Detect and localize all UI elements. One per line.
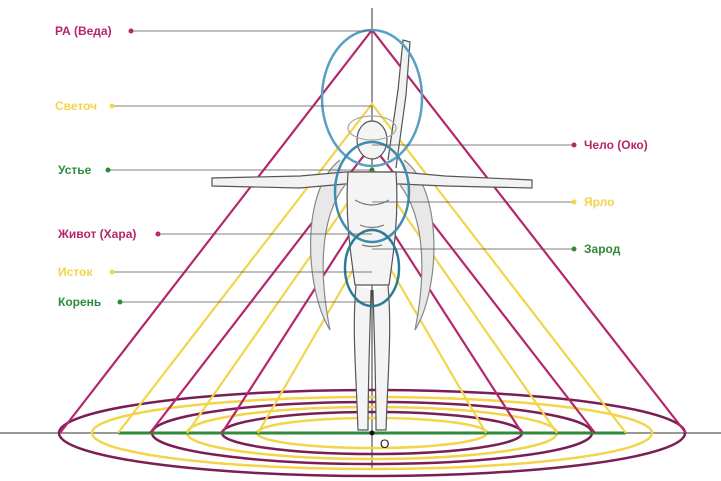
- origin-dot: [370, 431, 375, 436]
- label-koren: Корень: [58, 295, 101, 309]
- dot-ustye: [106, 168, 111, 173]
- label-svetoch: Светоч: [55, 99, 97, 113]
- torso: [347, 172, 397, 285]
- label-istok: Исток: [58, 265, 93, 279]
- label-ustye: Устье: [58, 163, 92, 177]
- origin-label: О: [380, 437, 389, 451]
- dot-koren: [118, 300, 123, 305]
- dot-ra: [129, 29, 134, 34]
- dot-svetoch: [110, 104, 115, 109]
- label-ra: РА (Веда): [55, 24, 112, 38]
- label-yarlo: Ярло: [584, 195, 614, 209]
- dot-zhivot: [156, 232, 161, 237]
- dot-istok: [110, 270, 115, 275]
- label-chelo: Чело (Око): [584, 138, 648, 152]
- label-zarod: Зарод: [584, 242, 621, 256]
- dot-zarod: [572, 247, 577, 252]
- dot-yarlo: [572, 200, 577, 205]
- dot-chelo: [572, 143, 577, 148]
- label-zhivot: Живот (Хара): [57, 227, 136, 241]
